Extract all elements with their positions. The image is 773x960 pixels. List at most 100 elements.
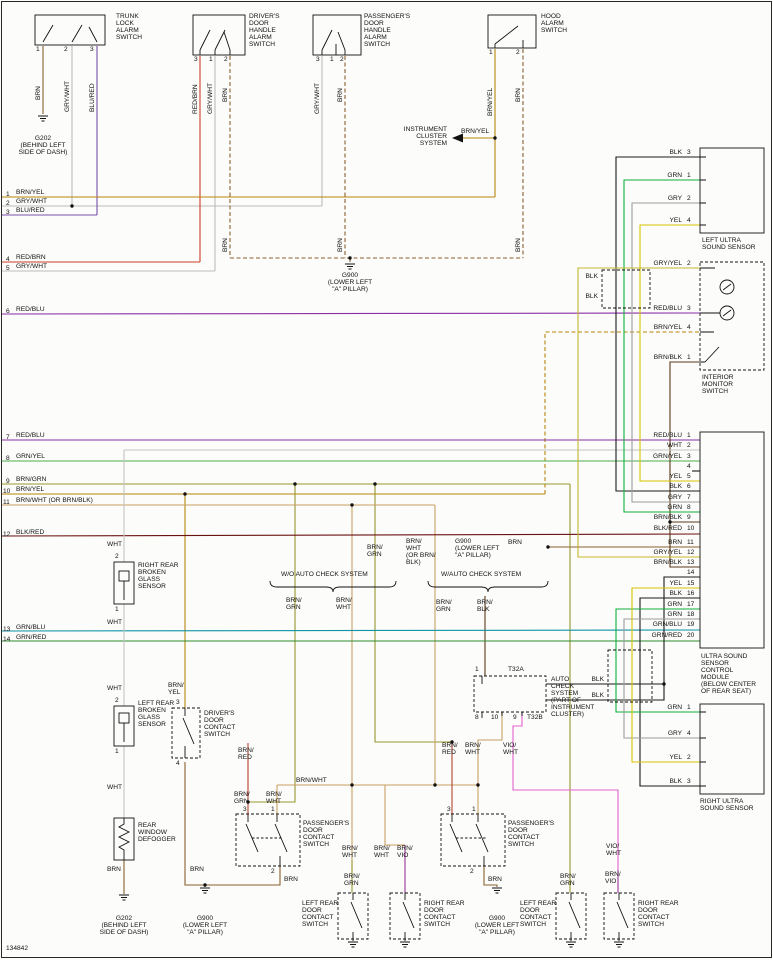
wire-label: WHT	[666, 442, 682, 449]
wire-label: GRN	[667, 601, 682, 608]
wire-label: BLK	[669, 483, 682, 490]
wire-label: BRN	[488, 876, 502, 883]
wire-label: VIO/ WHT	[606, 843, 622, 857]
wire-label: 9	[513, 714, 517, 721]
instrument-cluster-arrow-icon	[452, 133, 463, 143]
wire-label: GRY/WHT	[16, 263, 48, 270]
wire-gry	[623, 202, 700, 739]
auto-check-pin-stubs	[481, 676, 523, 718]
ground-symbols	[38, 115, 624, 948]
wire-label: 1	[687, 172, 691, 179]
wire-label: RED/BRN	[192, 84, 199, 114]
wire-label: GRY/YEL	[653, 260, 682, 267]
driver-contact-switch-symbol	[182, 708, 195, 758]
wire-label: GRN	[667, 611, 682, 618]
wire-label: 3	[176, 699, 180, 706]
wire-label: 20	[687, 632, 695, 639]
wire-label: 14	[3, 636, 11, 643]
wire-label: 5	[6, 265, 10, 272]
wire-label: 1	[687, 432, 691, 439]
wire-label: 1	[115, 606, 119, 613]
wire-label: 4	[687, 324, 691, 331]
wire-brn	[42, 46, 700, 894]
wire-red-brn	[2, 56, 201, 263]
wire-label: YEL	[669, 754, 682, 761]
harness-connector-box-top	[601, 269, 651, 309]
driver-handle-switch-contacts	[199, 29, 231, 55]
wire-blk-red	[1, 533, 701, 537]
wire-label: WHT	[107, 619, 123, 626]
wire-label: BLK	[669, 149, 682, 156]
hood-alarm-switch-box	[487, 14, 537, 49]
wire-label: YEL	[669, 217, 682, 224]
wire-label: BRN	[190, 866, 204, 873]
wire-label: 2	[687, 260, 691, 267]
left-ultra-sound-sensor-box	[699, 147, 765, 234]
glass-sensor-element-1	[118, 570, 130, 582]
trunk-switch-contacts	[42, 24, 98, 43]
wire-label: 9	[687, 514, 691, 521]
junction-dots	[70, 136, 672, 887]
wire-label: GRY/WHT	[207, 82, 214, 114]
wire-label: BLK	[585, 293, 598, 300]
wire-label: BRN/ WHT (OR BRN/ BLK)	[406, 538, 436, 566]
wire-label: 17	[687, 601, 695, 608]
wire-label: 2	[115, 553, 119, 560]
wire-label: BRN/ RED	[238, 747, 254, 761]
wo-auto-check-brace	[269, 580, 397, 593]
wire-label: BRN/ RED	[442, 742, 458, 756]
wire-label: BRN/ GRN	[560, 873, 576, 887]
wire-label: 4	[687, 463, 691, 470]
wire-blu-red	[2, 46, 98, 216]
wire-label: WHT	[107, 784, 123, 791]
left-rear-broken-glass-sensor-label: LEFT REAR BROKEN GLASS SENSOR	[138, 700, 175, 728]
wire-label: BRN	[668, 539, 682, 546]
wire-label: GRY	[667, 730, 682, 737]
wire-label: 4	[687, 730, 691, 737]
ground-symbol-g202-bottom	[119, 894, 129, 901]
wire-label: T32A	[508, 666, 524, 673]
trunk-lock-alarm-switch-box	[34, 14, 106, 46]
wire-vio-wht	[512, 712, 619, 870]
g900-ground-label-bottom-right: G900 (LOWER LEFT "A" PILLAR)	[474, 915, 520, 936]
wire-label: 3	[687, 305, 691, 312]
left-ultra-sound-sensor-label: LEFT ULTRA SOUND SENSOR	[702, 237, 756, 251]
wire-label: GRY	[667, 494, 682, 501]
wire-label: 1	[115, 748, 119, 755]
wire-label: 3	[316, 56, 320, 63]
wire-label: VIO/ WHT	[503, 742, 519, 756]
wire-label: 8	[687, 504, 691, 511]
passenger-contact-switch-symbol-2	[449, 815, 489, 866]
g900-ground-label-bottom-left: G900 (LOWER LEFT "A" PILLAR)	[182, 915, 228, 936]
wire-label: GRN/BLU	[16, 624, 46, 631]
wire-label: BLU/RED	[89, 83, 96, 112]
wire-label: 3	[194, 56, 198, 63]
wire-label: BRN/BLK	[653, 354, 682, 361]
wire-label: 8	[6, 455, 10, 462]
wire-grn	[615, 179, 700, 713]
wire-label: BRN/ GRN	[234, 791, 250, 805]
wire-label: BRN	[515, 88, 522, 102]
wire-label: 10	[491, 714, 499, 721]
wire-label: BRN/WHT	[296, 777, 327, 784]
wire-label: 1	[330, 56, 334, 63]
wire-gry-wht	[2, 46, 323, 272]
passengers-door-handle-alarm-switch-box	[312, 14, 362, 56]
wire-label: GRY/YEL	[653, 549, 682, 556]
g900-ground-label-top: G900 (LOWER LEFT "A" PILLAR)	[327, 272, 373, 293]
ground-symbol-lr2	[566, 941, 576, 948]
wire-brn-grn	[2, 483, 571, 893]
wire-label: 2	[516, 49, 520, 56]
wire-brn-wht	[2, 504, 503, 860]
instrument-cluster-system-label: INSTRUMENT CLUSTER SYSTEM	[403, 126, 447, 147]
wire-label: BRN/ VIO	[605, 871, 621, 885]
left-rear-door-switch-symbol-1	[350, 893, 363, 941]
right-ultra-sound-sensor-label: RIGHT ULTRA SOUND SENSOR	[700, 798, 754, 812]
interior-monitor-sensor-symbol-1	[719, 279, 735, 295]
rear-window-defogger-label: REAR WINDOW DEFOGGER	[138, 822, 176, 843]
wire-label: BLK	[669, 778, 682, 785]
interior-monitor-switch-box	[699, 261, 765, 371]
wire-label: BRN/ VIO	[397, 845, 413, 859]
wire-label: 5	[687, 473, 691, 480]
